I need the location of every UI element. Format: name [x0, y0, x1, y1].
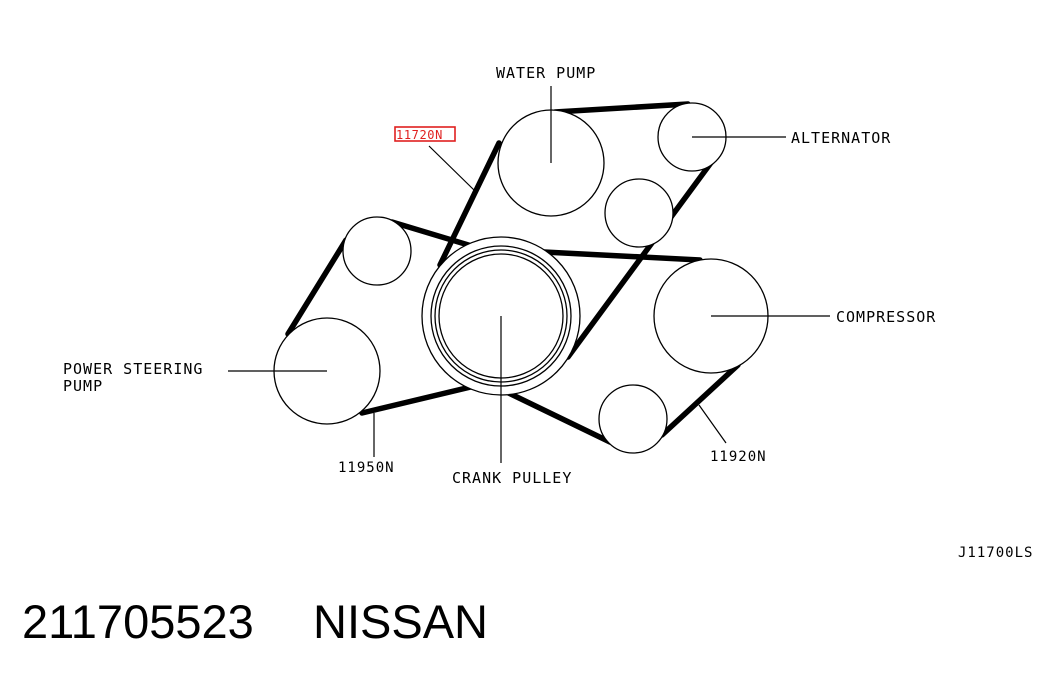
- label-belt-11720n: 11720N: [396, 128, 443, 142]
- upper-idler-pulley: [342, 216, 412, 286]
- label-water-pump: WATER PUMP: [496, 64, 596, 82]
- brand-name: NISSAN: [313, 595, 488, 648]
- label-power-steering-line1: POWER STEERING: [63, 360, 203, 378]
- label-belt-11950n: 11950N: [338, 460, 395, 476]
- tensioner-pulley: [604, 178, 674, 248]
- label-crank-pulley: CRANK PULLEY: [452, 469, 572, 487]
- labels: WATER PUMP ALTERNATOR COMPRESSOR POWER S…: [63, 64, 1033, 561]
- belt-11720n-wp-left: [437, 140, 502, 268]
- label-alternator: ALTERNATOR: [791, 129, 891, 147]
- lower-idler-pulley: [598, 384, 668, 454]
- label-compressor: COMPRESSOR: [836, 308, 936, 326]
- highlight-box: [394, 126, 456, 142]
- belt-11920n: [659, 362, 741, 438]
- part-number: 211705523: [22, 595, 254, 648]
- label-belt-11920n: 11920N: [710, 449, 767, 465]
- label-power-steering-line2: PUMP: [63, 377, 103, 395]
- leader-11720n: [428, 145, 475, 191]
- belt-11720n-wp-alt: [552, 101, 691, 115]
- leader-11920n: [698, 404, 727, 444]
- belt-ps-idler-left: [285, 237, 349, 337]
- label-figure-code: J11700LS: [958, 545, 1033, 561]
- highlighted-part-callout: 11720N: [394, 126, 456, 142]
- leader-lines: [228, 86, 830, 463]
